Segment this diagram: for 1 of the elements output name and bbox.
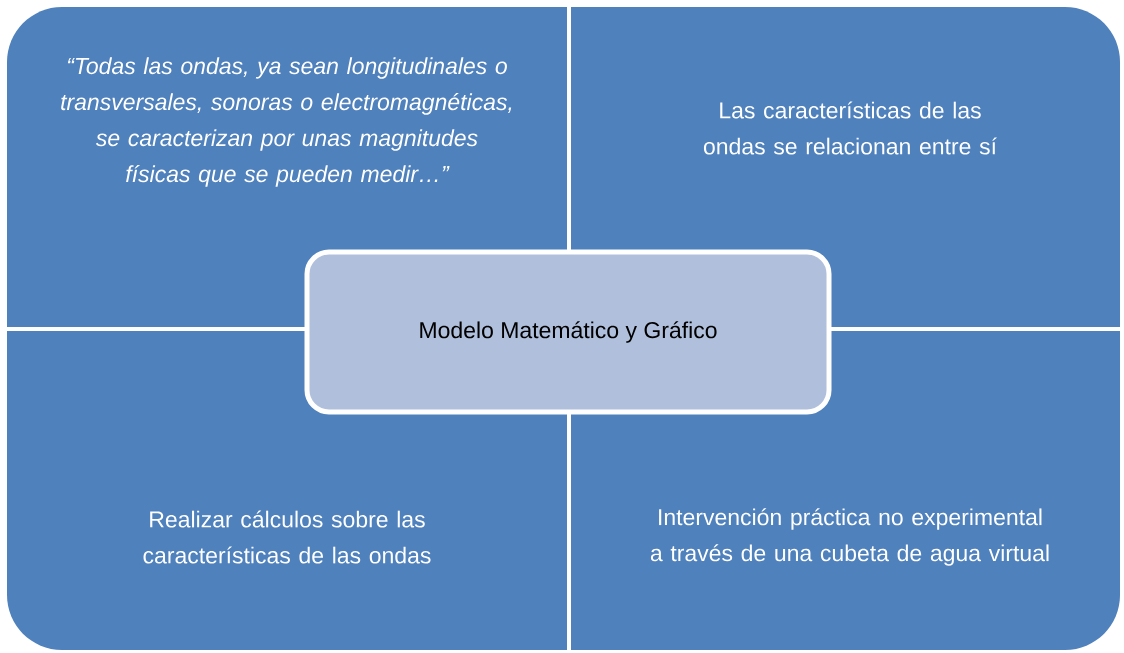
- center-box: Modelo Matemático y Gráfico: [304, 249, 832, 415]
